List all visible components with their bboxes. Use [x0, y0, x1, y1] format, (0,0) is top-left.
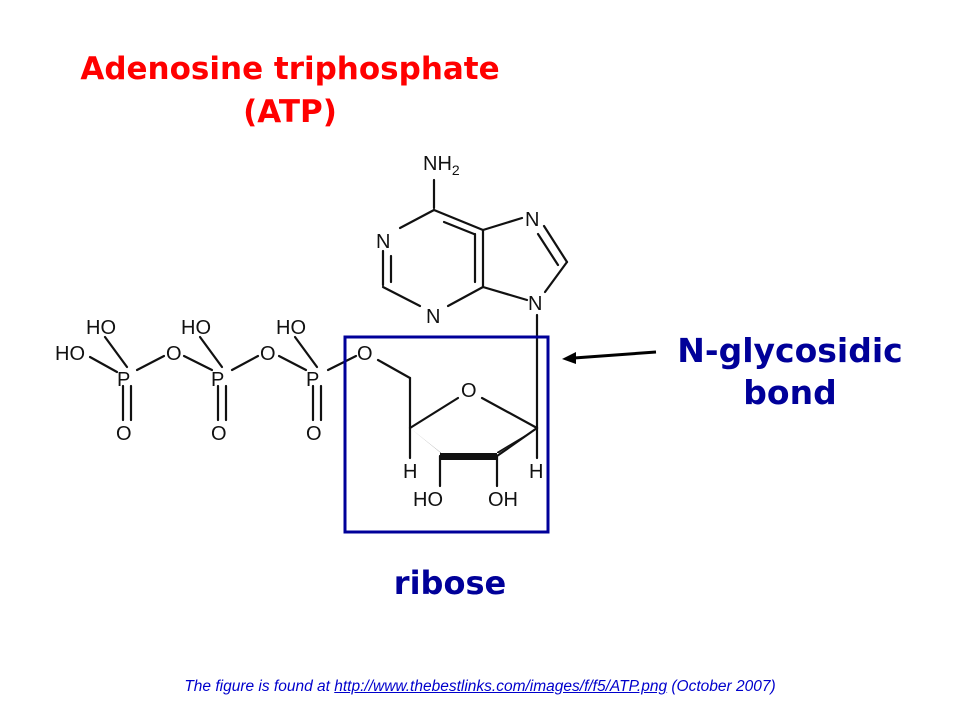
bond-c1-o4	[480, 396, 539, 430]
caption-suffix: (October 2007)	[667, 678, 776, 695]
ribose-label: ribose	[393, 564, 507, 602]
atom-o5: O	[357, 343, 373, 365]
bond-pb-o-bridge	[182, 354, 214, 372]
atom-ho-gamma: HO	[86, 317, 116, 339]
atom-ho-terminal: HO	[55, 343, 85, 365]
atom-o-bridge-2: O	[166, 343, 182, 365]
bond-label-line-1: N-glycosidic	[677, 331, 903, 370]
bond-c8-n9	[543, 260, 569, 294]
bond-o-bridge-pb	[230, 354, 260, 372]
bond-pb-oh	[198, 335, 224, 369]
title-line-2: (ATP)	[243, 94, 337, 130]
bond-o5-pa	[326, 354, 358, 372]
atom-oh-c2: OH	[488, 489, 518, 511]
bond-c2-n3	[381, 285, 422, 308]
bond-o4-c4	[408, 396, 460, 430]
bond-c5-c6-double	[442, 220, 476, 236]
atom-n1: N	[376, 231, 390, 253]
bond-label-line-2: bond	[743, 373, 837, 412]
atom-o-alpha-double: O	[306, 423, 322, 445]
bond-pa-oh	[293, 335, 319, 369]
bond-pa-o-bridge	[277, 354, 308, 372]
atom-o4-ring: O	[461, 380, 477, 402]
atom-ho-c3: HO	[413, 489, 443, 511]
arrow-head-icon	[562, 352, 576, 364]
atom-p-gamma: P	[117, 369, 130, 391]
figure-source-caption: The figure is found at http://www.thebes…	[0, 678, 960, 696]
atom-p-beta: P	[211, 369, 224, 391]
arrow-shaft	[573, 350, 657, 360]
atom-n9: N	[528, 293, 542, 315]
source-link[interactable]: http://www.thebestlinks.com/images/f/f5/…	[334, 678, 668, 695]
bond-n3-c4	[446, 285, 485, 308]
bond-n9-c4	[481, 285, 529, 302]
bond-c5prime-o5	[376, 358, 412, 380]
bond-n7-c8	[542, 224, 569, 264]
atom-ho-beta: HO	[181, 317, 211, 339]
bond-c5-c6	[432, 208, 485, 232]
atom-p-alpha: P	[306, 369, 319, 391]
atom-h-c1: H	[529, 461, 543, 483]
atom-o-beta-double: O	[211, 423, 227, 445]
atom-o-gamma-double: O	[116, 423, 132, 445]
bond-pg-oh	[103, 335, 129, 369]
atom-n7: N	[525, 209, 539, 231]
bond-c5-n7	[481, 216, 524, 232]
bond-c1-c2	[495, 426, 539, 458]
ribose-highlight-box	[343, 335, 550, 534]
bond-c6-n1	[398, 208, 436, 230]
atom-nh2: NH2	[423, 153, 460, 178]
atom-o-bridge-1: O	[260, 343, 276, 365]
atom-ho-alpha: HO	[276, 317, 306, 339]
title-line-1: Adenosine triphosphate	[80, 51, 500, 87]
atom-h-c4: H	[403, 461, 417, 483]
bond-o-bridge-pg	[135, 354, 166, 372]
atom-n3: N	[426, 306, 440, 328]
n-glycosidic-bond-label: N-glycosidic bond	[640, 330, 940, 414]
ribose-bold-bond	[410, 428, 537, 460]
bond-n7-c8-double	[536, 232, 560, 267]
caption-prefix: The figure is found at	[184, 678, 335, 695]
diagram-title: Adenosine triphosphate (ATP)	[40, 48, 540, 134]
bond-pg-ho	[88, 355, 119, 374]
